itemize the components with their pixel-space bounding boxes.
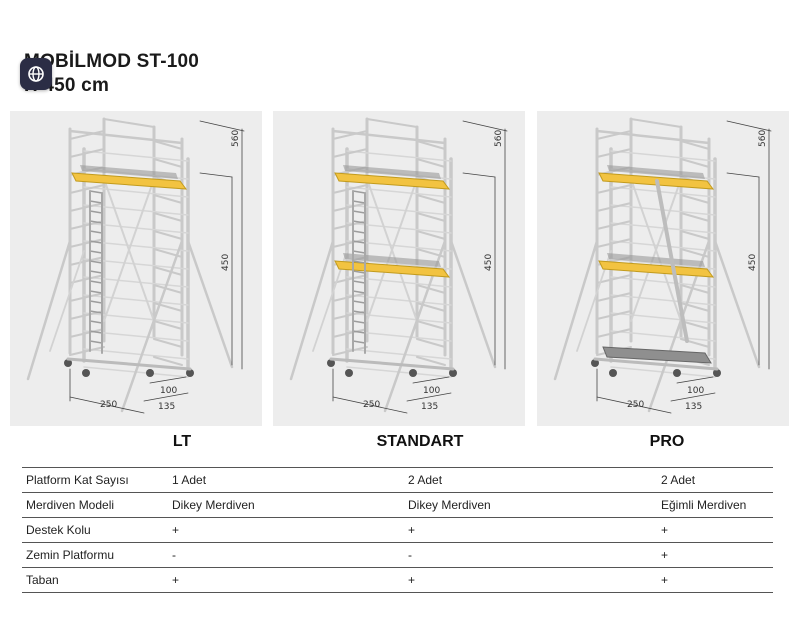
cell-standart: + <box>404 517 657 543</box>
spec-table: Platform Kat Sayısı 1 Adet 2 Adet 2 Adet… <box>22 467 773 593</box>
row-label: Platform Kat Sayısı <box>22 467 168 493</box>
dim-top: 560 <box>758 130 768 147</box>
table-row: Zemin Platformu - - + <box>22 542 773 568</box>
dim-width: 135 <box>421 402 438 412</box>
cell-lt: Dikey Merdiven <box>168 492 404 518</box>
row-label: Destek Kolu <box>22 517 168 543</box>
dim-top: 560 <box>231 130 241 147</box>
platform-deck <box>71 172 188 190</box>
scaffold-frame <box>553 117 761 413</box>
dim-depth: 100 <box>687 386 704 396</box>
table-row: Platform Kat Sayısı 1 Adet 2 Adet 2 Adet <box>22 467 773 493</box>
platform-deck <box>334 172 451 190</box>
cell-pro: Eğimli Merdiven <box>657 492 773 518</box>
scaffold-drawing-lt: 560 450 250 135 100 <box>26 117 245 414</box>
globe-icon-button[interactable] <box>20 58 52 90</box>
cell-pro: + <box>657 542 773 568</box>
cell-standart: Dikey Merdiven <box>404 492 657 518</box>
cell-lt: 1 Adet <box>168 467 404 493</box>
cell-pro: + <box>657 517 773 543</box>
table-row: Destek Kolu + + + <box>22 517 773 543</box>
cell-pro: + <box>657 567 773 593</box>
dim-depth: 100 <box>423 386 440 396</box>
dim-length: 250 <box>363 400 380 410</box>
row-label: Taban <box>22 567 168 593</box>
dim-width: 135 <box>685 402 702 412</box>
dim-platform: 450 <box>484 254 494 271</box>
scaffold-image-pro: 560 450 250 135 100 <box>537 111 789 426</box>
scaffold-image-lt: 560 450 250 135 100 <box>10 111 262 426</box>
platform-deck <box>334 260 451 278</box>
scaffold-drawing-standart: 560 450 250 135 100 <box>289 117 508 414</box>
cell-lt: + <box>168 567 404 593</box>
cell-pro: 2 Adet <box>657 467 773 493</box>
dim-length: 250 <box>100 400 117 410</box>
dim-platform: 450 <box>748 254 758 271</box>
dim-depth: 100 <box>160 386 177 396</box>
cell-standart: + <box>404 567 657 593</box>
table-row: Taban + + + <box>22 567 773 593</box>
scaffold-frame <box>289 117 497 413</box>
model-name-lt: LT <box>172 433 192 450</box>
ground-platform <box>602 346 712 364</box>
dim-platform: 450 <box>221 254 231 271</box>
cell-lt: + <box>168 517 404 543</box>
scaffold-frame <box>26 117 234 413</box>
model-name-standart: STANDART <box>376 433 464 450</box>
scaffold-drawing-pro: 560 450 250 135 100 <box>553 117 772 414</box>
cell-standart: - <box>404 542 657 568</box>
dim-length: 250 <box>627 400 644 410</box>
globe-icon <box>28 66 44 82</box>
table-row: Merdiven Modeli Dikey Merdiven Dikey Mer… <box>22 492 773 518</box>
row-label: Merdiven Modeli <box>22 492 168 518</box>
scaffold-image-standart: 560 450 250 135 100 <box>273 111 525 426</box>
cell-lt: - <box>168 542 404 568</box>
cell-standart: 2 Adet <box>404 467 657 493</box>
dimension-lines: 560 450 250 135 100 <box>69 120 245 414</box>
dim-top: 560 <box>494 130 504 147</box>
dimension-lines: 560 450 250 135 100 <box>332 120 508 414</box>
model-name-pro: PRO <box>649 433 685 450</box>
page-title: MOBİLMOD ST-100 <box>24 51 200 72</box>
dimension-lines: 560 450 250 135 100 <box>596 120 772 414</box>
row-label: Zemin Platformu <box>22 542 168 568</box>
dim-width: 135 <box>158 402 175 412</box>
